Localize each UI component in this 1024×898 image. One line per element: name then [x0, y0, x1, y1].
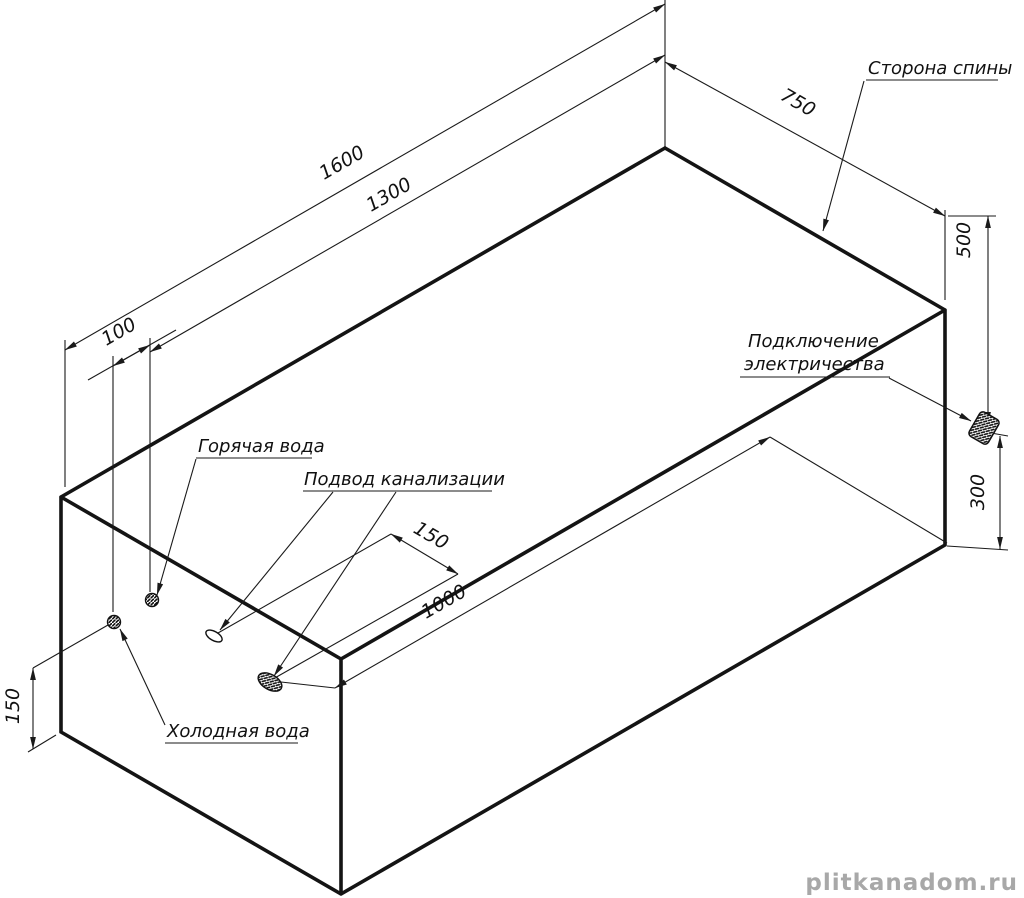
- dim-300: 300: [967, 474, 989, 510]
- leader-electric: [888, 377, 972, 422]
- dim-750: 750: [777, 84, 819, 121]
- sewage-drain-symbol: [257, 672, 283, 692]
- back-side-label: Сторона спины: [868, 58, 1012, 79]
- dim-line-1600: [64, 3, 666, 351]
- dim-line-100: [112, 344, 151, 367]
- dim-500: 500: [953, 222, 975, 258]
- bathtub-outline: [59, 146, 947, 896]
- extension-lines: [27, 210, 1009, 753]
- hot-water-symbol: [144, 592, 160, 608]
- cold-water-label: Холодная вода: [166, 721, 310, 742]
- dim-line-750: [664, 61, 946, 217]
- hot-water-label: Горячая вода: [198, 436, 325, 457]
- dim-line-1000: [334, 436, 771, 689]
- leader-sewage-1: [219, 491, 334, 631]
- electric-label-line2: электричества: [744, 354, 885, 375]
- dim-150-left: 150: [2, 688, 24, 724]
- sewage-label: Подвод канализации: [304, 469, 505, 490]
- dim-100: 100: [98, 313, 140, 350]
- dim-1000: 1000: [418, 580, 471, 623]
- electric-outlet-symbol: [968, 411, 1000, 445]
- text-labels: Горячая вода Подвод канализации Холодная…: [165, 58, 1012, 744]
- connection-symbols: [106, 411, 1000, 692]
- dim-1300: 1300: [363, 173, 416, 216]
- leader-hot-water: [156, 458, 197, 596]
- leader-sewage-2: [273, 491, 397, 677]
- leader-lines: [119, 80, 972, 726]
- leader-cold-water: [119, 628, 166, 726]
- cold-water-symbol: [106, 614, 122, 630]
- sewage-inlet-symbol: [205, 629, 223, 643]
- electric-label-line1: Подключение: [748, 331, 879, 352]
- dimension-lines: [30, 3, 1003, 750]
- watermark: plitkanadom.ru: [805, 870, 1018, 896]
- dim-line-1300: [149, 54, 666, 353]
- leader-back-side: [822, 80, 865, 232]
- dim-1600: 1600: [316, 141, 369, 184]
